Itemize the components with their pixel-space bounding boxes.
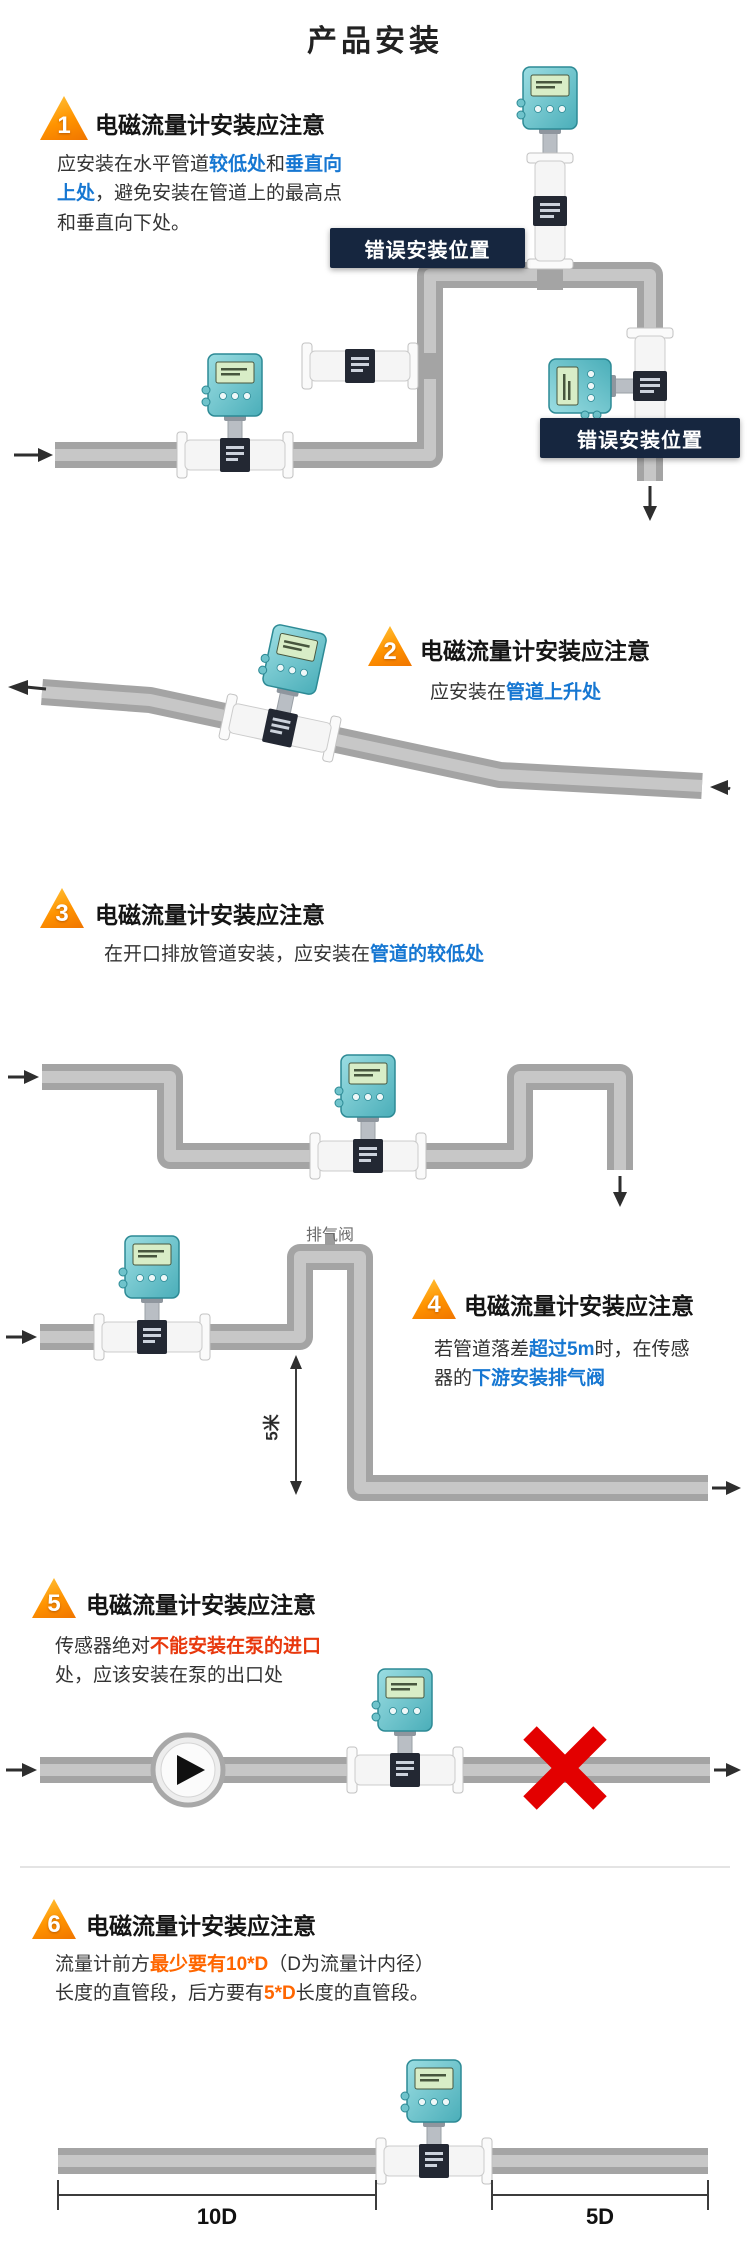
- flowmeter-lying: [301, 342, 419, 390]
- flowmeter-wrong-top: [516, 66, 578, 270]
- illustration-4: [6, 1233, 741, 1501]
- text-segment-highlight: 下游安装排气阀: [472, 1368, 606, 1390]
- step-number: 2: [383, 638, 397, 665]
- section-3-heading: 电磁流量计安装应注意: [95, 902, 325, 928]
- section-1-heading: 电磁流量计安装应注意: [95, 112, 325, 138]
- section-4-description: 若管道落差超过5m时，在传感器的下游安装排气阀: [434, 1335, 702, 1394]
- flow-arrow-left-icon: [710, 780, 731, 795]
- section-5: 5 电磁流量计安装应注意 传感器绝对不能安装在泵的进口处，应该安装在泵的出口处: [0, 1570, 750, 1860]
- flow-arrow-down-icon: [613, 1176, 627, 1207]
- step-number: 6: [47, 1911, 61, 1938]
- section-2: 2 电磁流量计安装应注意 应安装在管道上升处: [0, 570, 750, 850]
- illustration-2: [8, 621, 731, 799]
- flow-arrow-right-icon: [6, 1330, 37, 1344]
- section-6: 6 电磁流量计安装应注意 流量计前方最少要有10*D（D为流量计内径）长度的直管…: [0, 1888, 750, 2250]
- section-6-heading: 电磁流量计安装应注意: [86, 1913, 316, 1939]
- text-segment: 时，在传感器的: [434, 1339, 690, 1390]
- flow-arrow-right-icon: [6, 1763, 37, 1777]
- section-5-heading: 电磁流量计安装应注意: [86, 1592, 316, 1618]
- text-segment: 长度的直管段。: [295, 1983, 429, 2005]
- section-4: 排气阀 5米 4 电磁流量计安装应注意 若管道落差超过5m时，在传感器的下游安装…: [0, 1215, 750, 1513]
- section-4-heading: 电磁流量计安装应注意: [464, 1293, 694, 1319]
- dimension-lines: [57, 2180, 709, 2210]
- flow-arrow-right-icon: [8, 1070, 39, 1084]
- text-segment: 处，应该安装在泵的出口处: [55, 1665, 284, 1687]
- section-6-description: 流量计前方最少要有10*D（D为流量计内径）长度的直管段，后方要有5*D长度的直…: [55, 1950, 440, 2009]
- text-segment: ，避免安装在管道上的最高点和垂直向下处。: [57, 183, 343, 234]
- flow-arrow-down-icon: [643, 486, 657, 521]
- text-segment-highlight: 5*D: [264, 1983, 296, 2005]
- text-segment-highlight: 管道上升处: [506, 682, 602, 703]
- text-segment-highlight: 不能安装在泵的进口: [150, 1636, 322, 1657]
- section-3-description: 在开口排放管道安装，应安装在管道的较低处: [104, 940, 484, 969]
- pump-icon: [150, 1732, 226, 1808]
- text-segment-highlight: 超过5m: [529, 1339, 595, 1360]
- valve-label: 排气阀: [305, 1227, 354, 1244]
- pipe-highlight: [40, 1251, 708, 1494]
- section-3: 3 电磁流量计安装应注意 在开口排放管道安装，应安装在管道的较低处: [0, 880, 750, 1230]
- illustration-6: [57, 2059, 709, 2210]
- wrong-position-label: 错误安装位置: [540, 418, 740, 458]
- text-segment: 传感器绝对: [55, 1636, 151, 1657]
- text-segment: 应安装在: [430, 682, 507, 703]
- section-2-description: 应安装在管道上升处: [430, 678, 601, 707]
- flow-arrow-right-icon: [714, 1763, 741, 1777]
- text-segment: （D为流量计内径）长度的直管段，后方要有: [55, 1954, 434, 2005]
- dim-5m-label: 5米: [262, 1414, 282, 1441]
- air-valve-icon: [325, 1233, 335, 1245]
- section-2-heading: 电磁流量计安装应注意: [420, 638, 650, 664]
- step-number: 1: [57, 112, 71, 139]
- flowmeter: [375, 2059, 493, 2185]
- pipe-highlight: [42, 1071, 626, 1170]
- text-segment: 若管道落差: [434, 1339, 530, 1360]
- error-x-icon: [523, 1726, 607, 1810]
- text-segment-highlight: 较低处: [209, 154, 267, 175]
- illustration-3: [8, 1054, 633, 1207]
- text-segment-highlight: 最少要有10*D: [150, 1954, 269, 1975]
- illustration-1: [14, 66, 674, 521]
- text-segment: 和: [266, 154, 286, 175]
- flowmeter-correct: [176, 353, 294, 479]
- step-number: 5: [47, 1590, 61, 1617]
- step-number: 3: [55, 900, 69, 927]
- text-segment-highlight: 垂直向上处: [57, 154, 343, 205]
- flowmeter: [346, 1668, 464, 1794]
- section-1-description: 应安装在水平管道较低处和垂直向上处，避免安装在管道上的最高点和垂直向下处。: [57, 150, 357, 238]
- flowmeter: [217, 621, 343, 764]
- dim-5d-label: 5D: [585, 2204, 615, 2229]
- text-segment: 应安装在水平管道: [57, 154, 210, 175]
- page-title: 产品安装: [307, 25, 443, 58]
- flow-arrow-left-icon: [8, 680, 47, 695]
- illustration-5: [6, 1668, 741, 1810]
- dim-10d-label: 10D: [196, 2204, 238, 2229]
- text-segment: 流量计前方: [55, 1954, 151, 1975]
- flowmeter: [309, 1054, 427, 1180]
- section-5-description: 传感器绝对不能安装在泵的进口处，应该安装在泵的出口处: [55, 1632, 341, 1691]
- wrong-position-label: 错误安装位置: [330, 228, 525, 268]
- text-segment-highlight: 管道的较低处: [370, 944, 485, 965]
- step-number: 4: [427, 1291, 441, 1318]
- flow-arrow-right-icon: [14, 448, 53, 462]
- flow-arrow-right-icon: [712, 1481, 741, 1495]
- flowmeter: [93, 1235, 211, 1361]
- text-segment: 在开口排放管道安装，应安装在: [104, 944, 371, 965]
- dimension-5m: [290, 1355, 302, 1495]
- section-1: 1 电磁流量计安装应注意 应安装在水平管道较低处和垂直向上处，避免安装在管道上的…: [0, 66, 750, 566]
- divider: [20, 1866, 730, 1868]
- pipe: [41, 679, 703, 799]
